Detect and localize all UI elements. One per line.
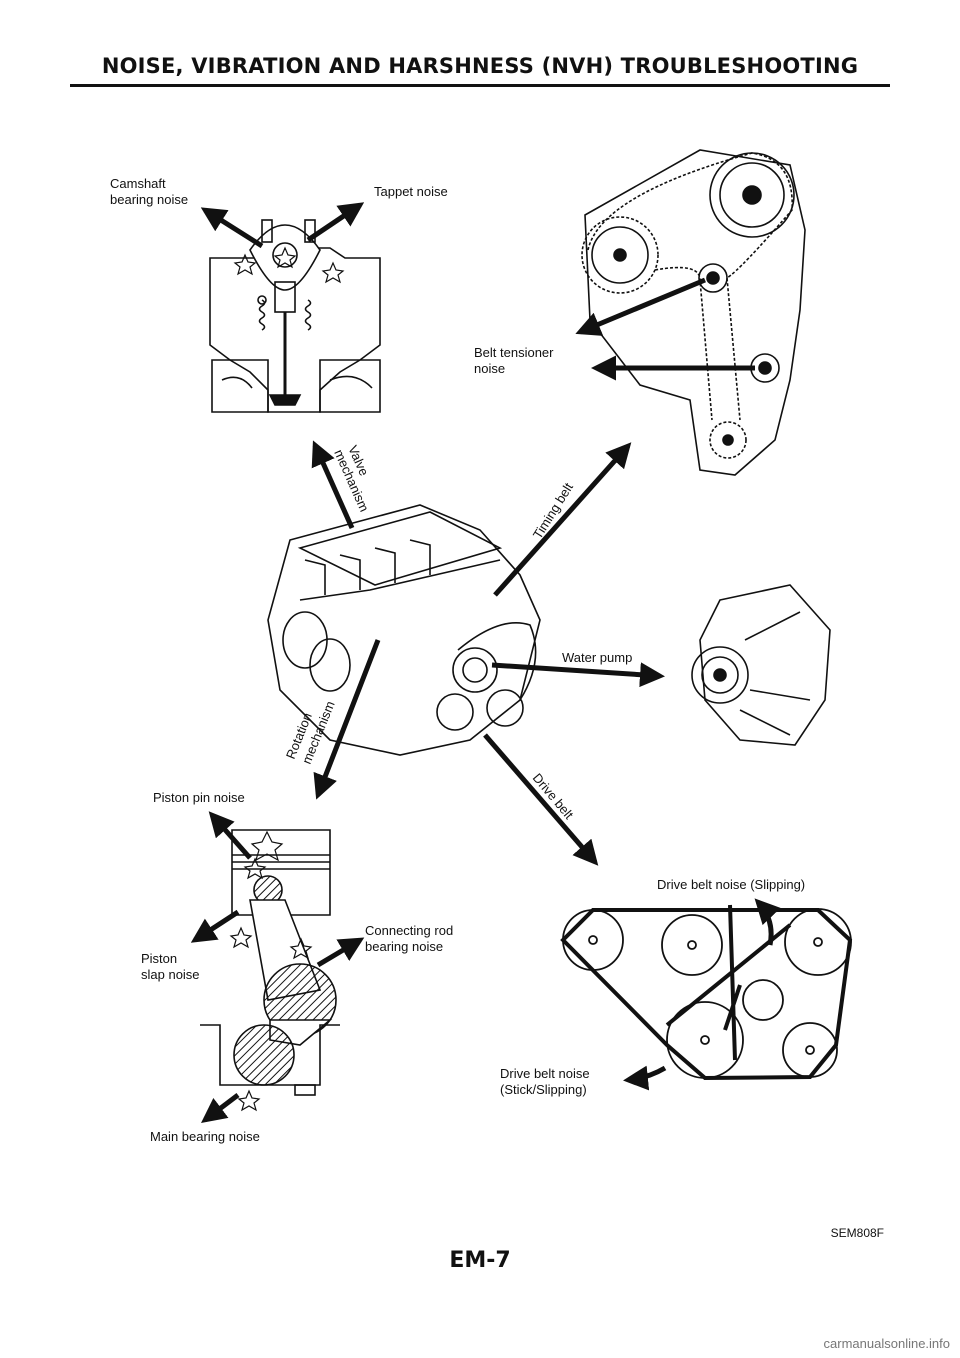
diagram-labels: Camshaft bearing noise Tappet noise Belt… xyxy=(110,176,805,1144)
header-rule xyxy=(70,84,890,87)
label-belt-tensioner-noise-2: noise xyxy=(474,361,505,376)
engine-block-drawing xyxy=(267,504,541,756)
label-connecting-rod-bearing-noise-2: bearing noise xyxy=(365,939,443,954)
label-piston-slap-noise-2: slap noise xyxy=(141,967,200,982)
label-connecting-rod-bearing-noise-1: Connecting rod xyxy=(365,923,453,938)
noise-star-marks-piston xyxy=(229,830,313,1112)
label-tappet-noise: Tappet noise xyxy=(374,184,448,199)
label-camshaft-bearing-noise-1: Camshaft xyxy=(110,176,166,191)
indicator-arrows xyxy=(190,202,781,1124)
label-belt-tensioner-noise-1: Belt tensioner xyxy=(474,345,554,360)
page-header-title: NOISE, VIBRATION AND HARSHNESS (NVH) TRO… xyxy=(101,54,859,78)
figure-code: SEM808F xyxy=(830,1226,884,1240)
drive-belt-drawing xyxy=(560,904,853,1081)
label-drive-belt-noise-stick-1: Drive belt noise xyxy=(500,1066,590,1081)
label-camshaft-bearing-noise-2: bearing noise xyxy=(110,192,188,207)
label-piston-pin-noise: Piston pin noise xyxy=(153,790,245,805)
label-main-bearing-noise: Main bearing noise xyxy=(150,1129,260,1144)
label-drive-belt-noise-stick-2: (Stick/Slipping) xyxy=(500,1082,587,1097)
page-number: EM-7 xyxy=(449,1248,511,1273)
cylinder-head-drawing xyxy=(209,219,381,413)
label-water-pump: Water pump xyxy=(562,650,632,665)
water-pump-drawing xyxy=(691,584,831,746)
timing-belt-drawing xyxy=(581,149,806,476)
label-piston-slap-noise-1: Piston xyxy=(141,951,177,966)
footer-watermark[interactable]: carmanualsonline.info xyxy=(823,1336,950,1351)
piston-conrod-drawing xyxy=(200,829,340,1096)
label-drive-belt-noise-slipping: Drive belt noise (Slipping) xyxy=(657,877,805,892)
noise-star-marks-head xyxy=(233,246,345,284)
